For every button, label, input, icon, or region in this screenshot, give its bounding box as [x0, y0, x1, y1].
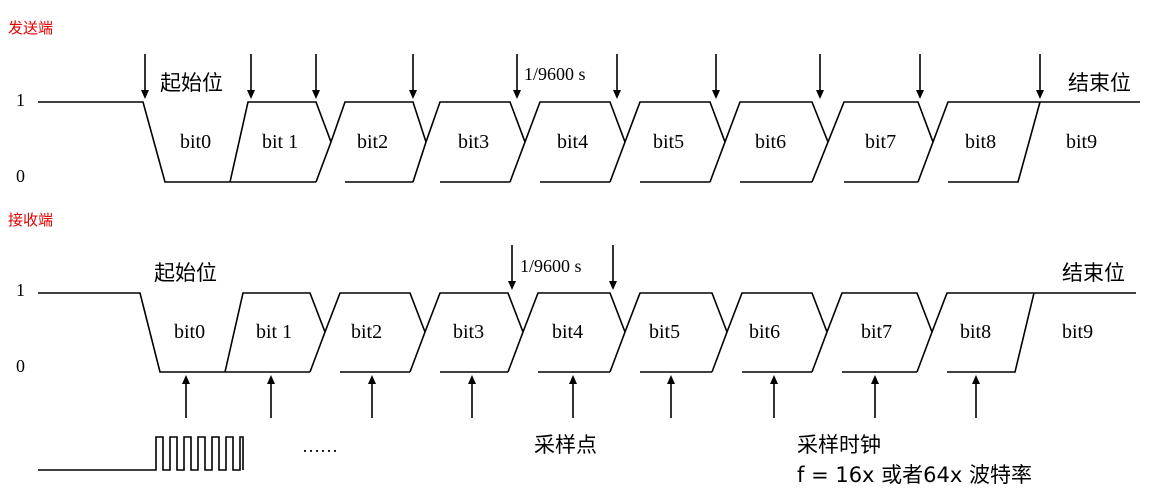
receiver-title: 接收端: [8, 211, 53, 229]
receiver-bit-label: bit0: [174, 321, 205, 343]
sample-clock-label: 采样时钟: [797, 433, 881, 457]
sender-bit-label: bit7: [865, 131, 896, 153]
down-arrow-icon: [141, 54, 149, 99]
sample-clock-waveform: [38, 436, 244, 471]
down-arrow-icon: [312, 54, 320, 99]
receiver-bit-label: bit 1: [256, 321, 292, 343]
up-arrow-icon: [182, 375, 190, 418]
sender-bit-labels: bit0 bit 1 bit2 bit3 bit4 bit5 bit6 bit7…: [180, 131, 1097, 153]
sender-idle-start-line: [38, 101, 230, 183]
receiver-low-seg-7: [947, 292, 1035, 373]
receiver-bit-label: bit3: [453, 321, 484, 343]
up-arrow-icon: [368, 375, 376, 418]
up-arrow-icon: [871, 375, 879, 418]
receiver-bit-label: bit7: [861, 321, 892, 343]
down-arrow-icon: [247, 54, 255, 99]
receiver-bit-label: bit9: [1062, 321, 1093, 343]
sender-bit-label: bit 1: [262, 131, 298, 153]
down-arrow-icon: [409, 54, 417, 99]
sender-start-bit-label: 起始位: [160, 71, 223, 95]
down-arrow-icon: [712, 54, 720, 99]
up-arrow-icon: [468, 375, 476, 418]
receiver-bit-label: bit8: [960, 321, 991, 343]
sender-bit-label: bit6: [755, 131, 786, 153]
down-arrow-icon: [513, 54, 521, 99]
up-arrow-icon: [667, 375, 675, 418]
sender-bit-label: bit4: [557, 131, 588, 153]
receiver-bit-label: bit4: [552, 321, 583, 343]
sender-bit-period-label: 1/9600 s: [524, 64, 586, 84]
sender-waveform: [38, 101, 1140, 183]
down-arrow-icon: [508, 245, 516, 290]
sender-bit-label: bit0: [180, 131, 211, 153]
receiver-sample-point-arrows: [182, 375, 980, 418]
receiver-bit-period-arrows: [508, 245, 617, 290]
receiver-bit-label: bit2: [351, 321, 382, 343]
receiver-bit-label: bit5: [649, 321, 680, 343]
sample-point-label: 采样点: [534, 433, 597, 457]
down-arrow-icon: [916, 54, 924, 99]
up-arrow-icon: [972, 375, 980, 418]
sample-clock-rate-label: f = 16x 或者64x 波特率: [797, 463, 1032, 487]
sender-level-high: 1: [16, 90, 25, 110]
sample-clock-ellipsis: ……: [302, 436, 338, 456]
down-arrow-icon: [816, 54, 824, 99]
sender-high-track: [229, 101, 1140, 183]
receiver-bit-period-label: 1/9600 s: [520, 256, 582, 276]
sender-bit-label: bit8: [965, 131, 996, 153]
receiver-start-bit-label: 起始位: [154, 261, 217, 285]
receiver-high-track: [224, 292, 1136, 373]
down-arrow-icon: [609, 245, 617, 290]
receiver-bit-labels: bit0 bit 1 bit2 bit3 bit4 bit5 bit6 bit7…: [174, 321, 1093, 343]
down-arrow-icon: [613, 54, 621, 99]
sender-bit-label: bit2: [357, 131, 388, 153]
sender-stop-bit-label: 结束位: [1068, 71, 1131, 95]
receiver-bit-label: bit6: [749, 321, 780, 343]
up-arrow-icon: [770, 375, 778, 418]
sender-bit-label: bit3: [458, 131, 489, 153]
down-arrow-icon: [1036, 54, 1044, 99]
up-arrow-icon: [267, 375, 275, 418]
receiver-level-low: 0: [16, 356, 25, 376]
receiver-stop-bit-label: 结束位: [1062, 261, 1125, 285]
sender-low-seg-7: [948, 101, 1041, 183]
sender-bit-label: bit5: [653, 131, 684, 153]
receiver-waveform: [38, 292, 1136, 373]
up-arrow-icon: [569, 375, 577, 418]
receiver-idle-start-line: [38, 292, 225, 373]
sender-level-low: 0: [16, 166, 25, 186]
receiver-level-high: 1: [16, 280, 25, 300]
sender-bit-boundary-arrows: [141, 54, 1044, 99]
sender-bit-label: bit9: [1066, 131, 1097, 153]
sender-title: 发送端: [8, 19, 53, 37]
